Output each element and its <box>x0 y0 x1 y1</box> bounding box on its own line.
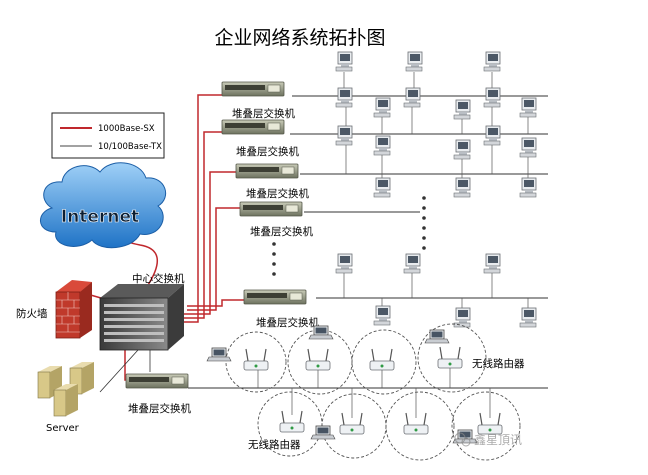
wireless-router-icon <box>369 348 395 371</box>
server-label: Server <box>46 423 80 434</box>
stack-switch-label: 堆叠层交换机 <box>232 107 295 120</box>
watermark-text: 鑫星頂讯 <box>474 432 522 447</box>
pc-icon <box>373 135 391 156</box>
pc-icon <box>483 87 501 108</box>
diagram-title: 企业网络系统拓扑图 <box>214 27 385 49</box>
pc-icon <box>335 87 353 108</box>
pc-icon <box>403 87 421 108</box>
internet-label: Internet <box>61 207 139 227</box>
stack-switch-label: 堆叠层交换机 <box>246 187 309 200</box>
pc-icon <box>483 51 501 72</box>
wireless-areas <box>225 323 521 461</box>
server-icon <box>53 384 78 417</box>
pc-icon <box>519 307 537 328</box>
pc-icon <box>373 305 391 326</box>
pc-icon <box>483 125 501 146</box>
stack-switch: 堆叠层交换机 <box>243 289 319 329</box>
pc-icon <box>453 139 471 160</box>
legend-label-copper: 10/100Base-TX <box>98 142 162 152</box>
firewall-label: 防火墙 <box>16 307 48 320</box>
stack-switch: 堆叠层交换机 <box>221 81 295 120</box>
wireless-router-icon <box>243 348 269 371</box>
stack-switch: 堆叠层交换机 <box>239 201 313 238</box>
stack-switch-label: 堆叠层交换机 <box>256 316 319 329</box>
wireless-router-icon <box>305 348 331 371</box>
internet-cloud: Internet <box>40 162 167 249</box>
server-link <box>99 349 139 393</box>
pc-icon <box>403 253 421 274</box>
pc-icon <box>483 253 501 274</box>
pc-icon <box>453 307 471 328</box>
pc-icon <box>335 51 353 72</box>
stack-switch: 堆叠层交换机 <box>221 119 299 158</box>
stack-switch-label: 堆叠层交换机 <box>250 225 313 238</box>
stack-switch-label: 堆叠层交换机 <box>128 402 191 415</box>
core-switch-label: 中心交换机 <box>132 272 185 285</box>
pc-icon <box>519 177 537 198</box>
pc-icon <box>335 253 353 274</box>
core-switch: 中心交换机 <box>99 272 185 351</box>
stack-switch: 堆叠层交换机 <box>235 163 309 200</box>
pc-icon <box>519 137 537 158</box>
pc-icon <box>519 97 537 118</box>
stack-switch-label: 堆叠层交换机 <box>236 145 299 158</box>
legend-label-fiber: 1000Base-SX <box>98 124 155 134</box>
pc-icon <box>373 177 391 198</box>
watermark: 鑫星頂讯 <box>454 432 522 447</box>
pc-icon <box>373 97 391 118</box>
pc-icon <box>453 177 471 198</box>
more-dots <box>272 196 426 276</box>
laptop-icon <box>424 329 450 344</box>
legend: 1000Base-SX 10/100Base-TX <box>51 112 165 159</box>
server-cluster: Server <box>37 362 94 434</box>
wireless-router-icon <box>437 346 463 369</box>
pc-icon <box>453 99 471 120</box>
wireless-router-label: 无线路由器 <box>248 438 301 451</box>
pc-icon <box>405 51 423 72</box>
stack-switch: 堆叠层交换机 <box>125 373 191 415</box>
laptop-icon <box>310 425 336 440</box>
wireless-router-label: 无线路由器 <box>472 357 525 370</box>
workstations <box>335 51 537 328</box>
pc-icon <box>335 125 353 146</box>
firewall: 防火墙 <box>16 280 92 339</box>
